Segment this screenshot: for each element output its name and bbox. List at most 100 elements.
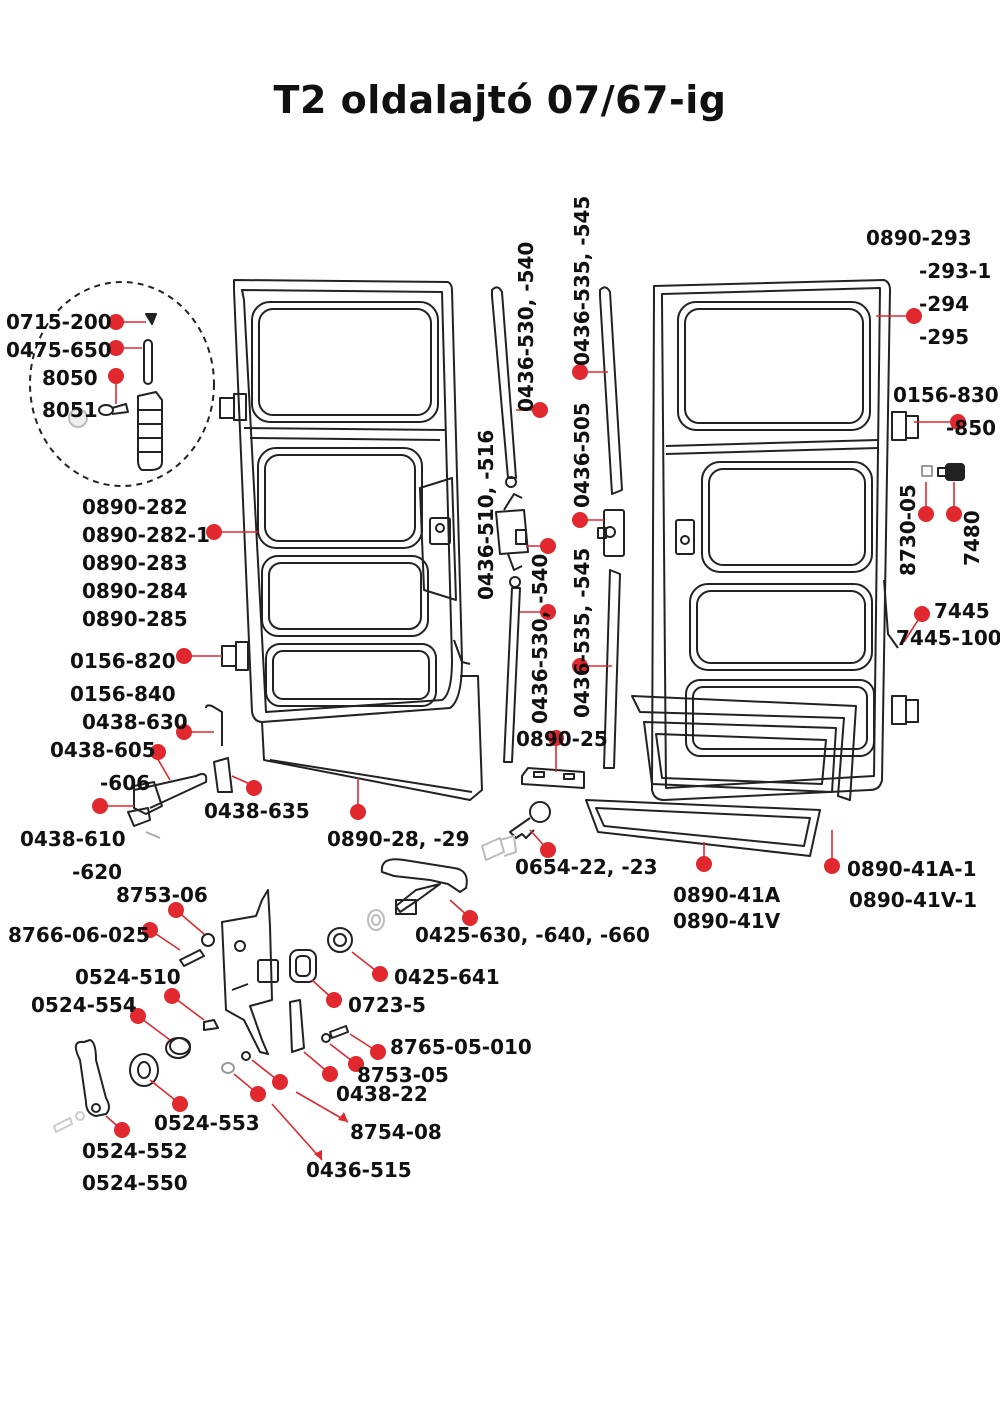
leader-arrowheads	[314, 1112, 348, 1160]
label-8754-08: 8754-08	[350, 1120, 442, 1144]
label-294: -294	[919, 292, 970, 316]
label-0436-535-bottom: 0436-535, -545	[570, 547, 594, 718]
callout-dot-0524-554	[130, 1008, 146, 1024]
label-0156-840: 0156-840	[70, 682, 176, 706]
label-293-1: -293-1	[919, 259, 992, 283]
right-door-panel	[651, 279, 899, 801]
label-850: -850	[946, 416, 997, 440]
callout-dot-0890-28	[350, 804, 366, 820]
callout-dot-0436-530-bottom	[540, 604, 556, 620]
inside-handle-0524-552	[74, 1039, 110, 1117]
callout-dot-0156-820	[176, 648, 192, 664]
label-0436-505: 0436-505	[570, 402, 594, 508]
cover-0438-22	[289, 999, 305, 1053]
label-0524-554: 0524-554	[31, 993, 137, 1017]
window-channel-lower-left	[503, 576, 521, 763]
hinge-upper-left	[219, 393, 247, 421]
callout-dot-7445	[914, 606, 930, 622]
label-0715-200: 0715-200	[6, 310, 112, 334]
callout-dot-8753-06	[168, 902, 184, 918]
callout-dot-0438-610	[92, 798, 108, 814]
label-0890-25: 0890-25	[516, 727, 608, 751]
callout-dot-0425-630	[462, 910, 478, 926]
label-0436-510: 0436-510, -516	[474, 429, 498, 600]
left-door-panel	[233, 279, 471, 723]
callout-dot-0438-630	[176, 724, 192, 740]
lock-body	[221, 889, 279, 1055]
escutcheon-0723-5	[289, 949, 317, 983]
rosette-0524-553	[129, 1053, 159, 1087]
window-channel-upper-right	[599, 286, 623, 495]
label-0890-41A: 0890-41A	[673, 883, 781, 907]
label-0436-535-top: 0436-535, -545	[570, 195, 594, 366]
label-0438-630: 0438-630	[82, 710, 188, 734]
label-0425-641: 0425-641	[394, 965, 500, 989]
label-0438-605: 0438-605	[50, 738, 156, 762]
label-0890-282-1: 0890-282-1	[82, 523, 210, 547]
callout-dot-0524-552	[114, 1122, 130, 1138]
callout-dot-0890-293	[906, 308, 922, 324]
label-0475-650: 0475-650	[6, 338, 112, 362]
label-7480: 7480	[960, 510, 984, 566]
window-channel-lower-right	[603, 569, 621, 769]
label-0890-285: 0890-285	[82, 607, 188, 631]
label-0890-41V-1: 0890-41V-1	[849, 888, 978, 912]
outside-handle-0425-630	[380, 858, 468, 915]
callout-dot-8050	[108, 368, 124, 384]
lock-mechanism-0436-510	[495, 493, 529, 571]
label-8766-06-025: 8766-06-025	[8, 923, 150, 947]
label-0890-282: 0890-282	[82, 495, 188, 519]
spring-0524-554	[165, 1037, 191, 1059]
door-check-0438	[127, 704, 233, 839]
label-0890-284: 0890-284	[82, 579, 188, 603]
callout-dot-0436-530-top	[532, 402, 548, 418]
lock-cylinder-ghost	[481, 835, 517, 861]
washer-8754-08	[241, 1051, 251, 1061]
label-0654-22: 0654-22, -23	[515, 855, 658, 879]
hinge-detail-circle	[29, 281, 215, 487]
label-0890-41A-1: 0890-41A-1	[847, 857, 977, 881]
pin-0524-510	[203, 1019, 219, 1031]
callout-dot-0425-641	[372, 966, 388, 982]
washer-ghost	[367, 909, 385, 931]
label-606: -606	[100, 771, 151, 795]
callout-dot-0436-535-bottom	[572, 658, 588, 674]
callout-dot-0436-515	[250, 1086, 266, 1102]
callout-dot-0524-510	[164, 988, 180, 1004]
window-channel-upper-left	[491, 286, 517, 488]
label-7445-100: 7445-100	[896, 626, 1000, 650]
label-8051: 8051	[42, 398, 98, 422]
callout-dot-8765-05-010	[370, 1044, 386, 1060]
label-0890-41V: 0890-41V	[673, 909, 781, 933]
left-door-lower-seal	[261, 675, 483, 801]
key-0654	[509, 801, 551, 839]
label-8765-05-010: 8765-05-010	[390, 1035, 532, 1059]
callout-dot-8766-06-025	[142, 922, 158, 938]
washer-8753-06	[201, 933, 215, 947]
screw-0436-515	[221, 1062, 235, 1074]
label-0425-630: 0425-630, -640, -660	[415, 923, 650, 947]
label-8050: 8050	[42, 366, 98, 390]
callout-dot-0890-282	[206, 524, 222, 540]
label-0524-550: 0524-550	[82, 1171, 188, 1195]
label-0436-515: 0436-515	[306, 1158, 412, 1182]
diagram-title: T2 oldalajtó 07/67-ig	[273, 78, 727, 122]
callout-dot-0475-650	[108, 340, 124, 356]
label-295: -295	[919, 325, 970, 349]
label-0890-293: 0890-293	[866, 226, 972, 250]
callout-dot-0438-22	[322, 1066, 338, 1082]
callout-dot-0436-535-top	[572, 364, 588, 380]
lock-mechanism-0436-505	[597, 509, 625, 557]
callout-dot-0436-505	[572, 512, 588, 528]
label-0890-28: 0890-28, -29	[327, 827, 470, 851]
label-8730-05: 8730-05	[896, 484, 920, 576]
label-0436-530-top: 0436-530, -540	[514, 241, 538, 412]
callout-dot-7480	[946, 506, 962, 522]
callout-dot-8730-05	[918, 506, 934, 522]
callout-dot-0715-200	[108, 314, 124, 330]
callout-dot-0890-41A-1	[824, 858, 840, 874]
label-8753-05: 8753-05	[357, 1063, 449, 1087]
callout-dot-0438-635	[246, 780, 262, 796]
label-0438-635: 0438-635	[204, 799, 310, 823]
